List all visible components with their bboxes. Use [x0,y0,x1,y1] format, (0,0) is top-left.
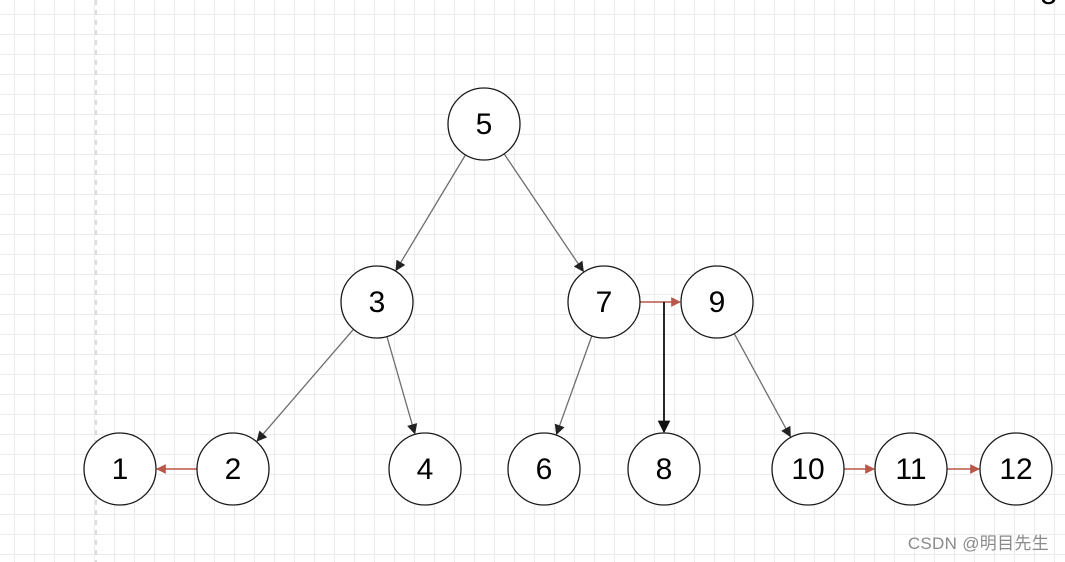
node-11: 11 [874,432,948,506]
node-circle [979,432,1053,506]
node-8: 8 [627,432,701,506]
node-circle [340,265,414,339]
node-label: 6 [536,453,553,486]
node-6: 6 [507,432,581,506]
node-12: 12 [979,432,1053,506]
node-label: 9 [709,286,726,319]
node-1: 1 [83,432,157,506]
node-3: 3 [340,265,414,339]
node-7: 7 [567,265,641,339]
node-circle [507,432,581,506]
node-label: 4 [417,453,434,486]
node-circle [388,432,462,506]
node-10: 10 [771,432,845,506]
node-circle [567,265,641,339]
node-circle [447,87,521,161]
edge-n7-n6 [554,335,593,436]
edges [156,153,980,474]
node-label: 7 [596,286,613,319]
node-circle [83,432,157,506]
node-label: 8 [656,453,673,486]
node-circle [680,265,754,339]
edge-n9-n10 [733,333,791,438]
edge-n3-n4 [386,336,418,435]
corner-text: 5 [1040,0,1057,12]
node-circle [196,432,270,506]
node-label: 12 [999,453,1032,486]
edge-n5-n3 [395,154,467,272]
node-circle [627,432,701,506]
node-circle [771,432,845,506]
node-label: 5 [476,108,493,141]
watermark: CSDN @明目先生 [907,534,1049,553]
node-label: 3 [369,286,386,319]
node-label: 1 [112,453,129,486]
edge-n3-n2 [256,328,354,442]
node-label: 2 [225,453,242,486]
node-circle [874,432,948,506]
node-4: 4 [388,432,462,506]
node-5: 5 [447,87,521,161]
node-2: 2 [196,432,270,506]
edge-n5-n7 [503,153,584,273]
node-9: 9 [680,265,754,339]
node-label: 11 [895,453,926,486]
node-label: 10 [791,453,824,486]
